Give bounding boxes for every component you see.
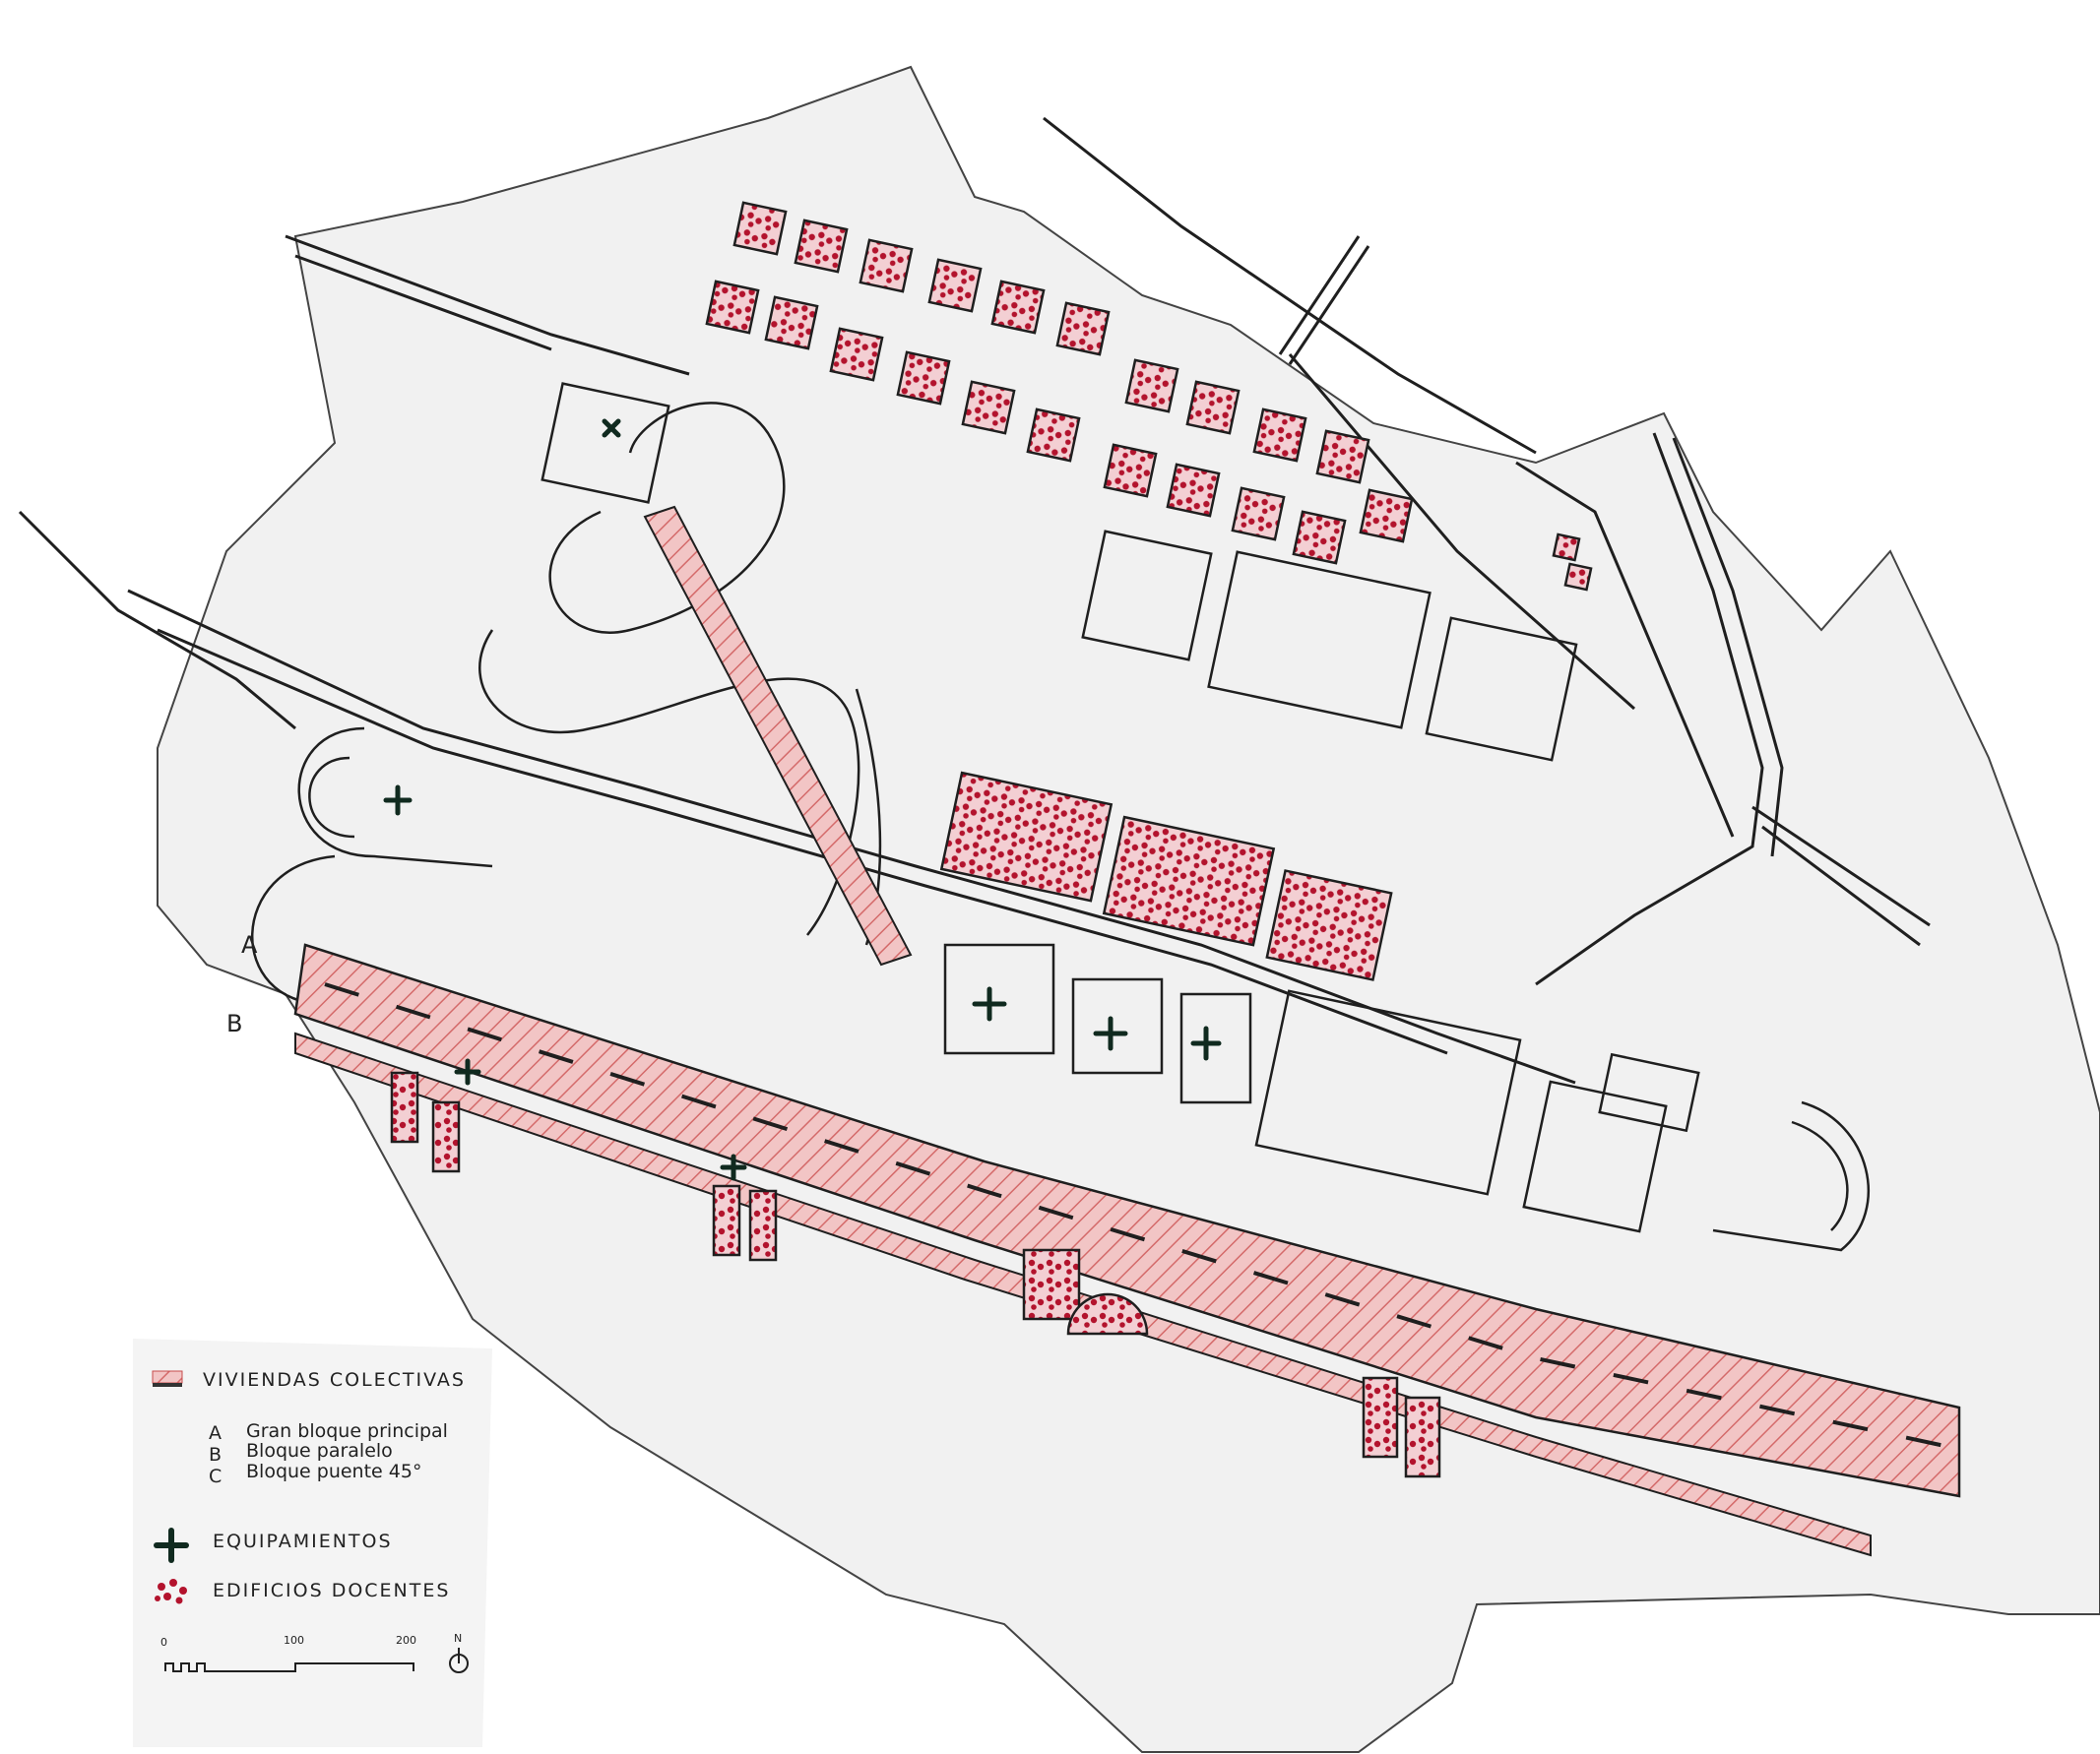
road-network	[18, 116, 1931, 1085]
equipment-markers	[383, 418, 1222, 1181]
scale-zero: 0	[160, 1636, 167, 1649]
building-outlines	[541, 382, 1700, 1233]
scale-100: 100	[284, 1634, 304, 1647]
education-buildings	[390, 201, 1593, 1478]
cross-icon	[383, 784, 413, 816]
legend-block-c: Bloque puente 45°	[246, 1461, 421, 1482]
block-a-letter: A	[241, 931, 258, 959]
scale-200: 200	[396, 1634, 416, 1647]
legend-block-c-letter: C	[209, 1466, 222, 1487]
legend-collective-housing: VIVIENDAS COLECTIVAS	[203, 1369, 466, 1391]
cross-icon	[720, 1154, 747, 1181]
block-b-letter: B	[226, 1010, 242, 1037]
cross-icon	[1093, 1016, 1128, 1051]
housing-hatch-icon	[152, 1370, 183, 1387]
north-label: N	[454, 1632, 462, 1645]
dots-icon	[155, 1579, 187, 1604]
block-centerline	[324, 982, 1950, 1449]
legend-equipment: EQUIPAMIENTOS	[213, 1531, 393, 1552]
legend-block-a-letter: A	[209, 1422, 222, 1444]
scale-bar	[164, 1662, 414, 1672]
legend-schools: EDIFICIOS DOCENTES	[213, 1580, 450, 1601]
cross-icon	[454, 1058, 481, 1086]
cross-icon	[602, 418, 621, 438]
cross-icon	[972, 986, 1007, 1022]
legend-block-a: Gran bloque principal	[246, 1420, 448, 1442]
legend: VIVIENDAS COLECTIVAS A Gran bloque princ…	[152, 1369, 469, 1673]
north-arrow-icon	[449, 1648, 469, 1673]
legend-block-b: Bloque paralelo	[246, 1440, 393, 1462]
cross-icon	[154, 1528, 189, 1563]
legend-sheet	[133, 1339, 492, 1747]
cross-icon	[1190, 1026, 1222, 1061]
block-b-housing	[294, 1032, 1872, 1557]
legend-block-b-letter: B	[209, 1444, 222, 1466]
block-c-housing	[643, 505, 913, 967]
